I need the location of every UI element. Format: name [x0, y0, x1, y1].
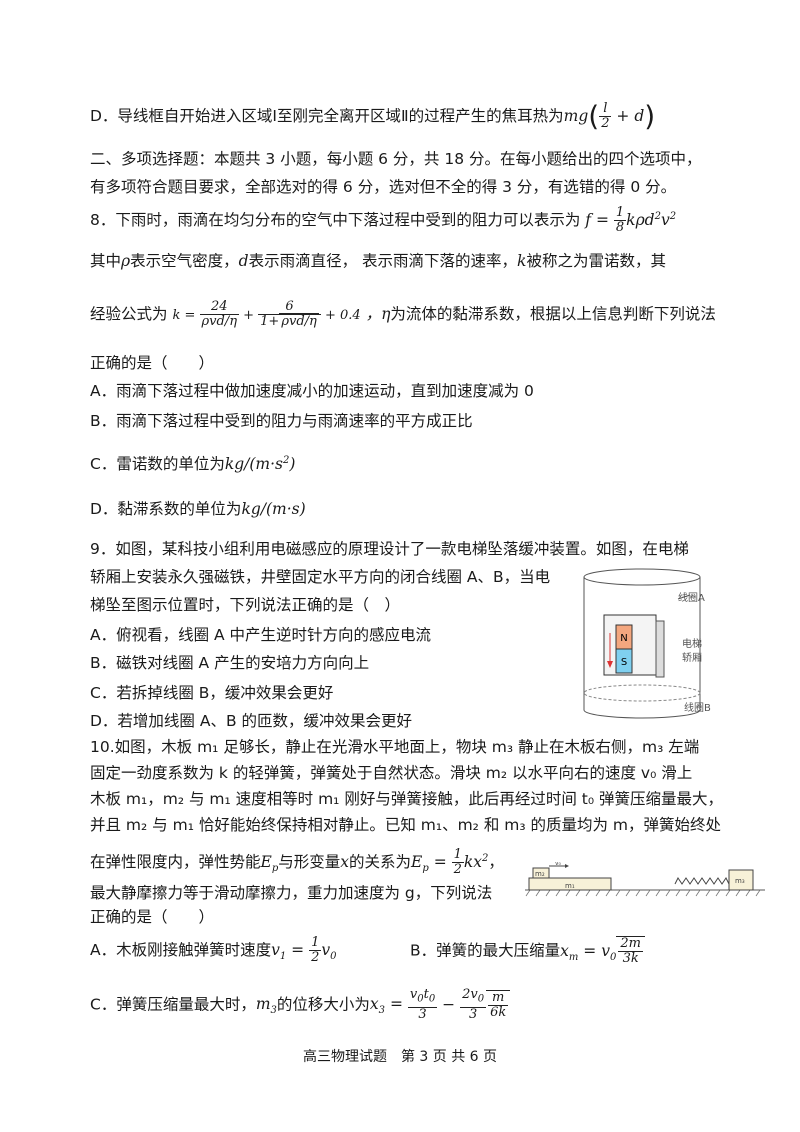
- section-2-heading-line2: 有多项符合题目要求，全部选对的得 6 分，选对但不全的得 3 分，有选错的得 0…: [90, 178, 677, 196]
- q9-option-a: A．俯视看，线圈 A 中产生逆时针方向的感应电流: [90, 626, 432, 644]
- q9-line1: 9．如图，某科技小组利用电磁感应的原理设计了一款电梯坠落缓冲装置。如图，在电梯: [90, 540, 689, 558]
- q8-line2: 其中ρ表示空气密度，d表示雨滴直径， 表示雨滴下落的速率，k被称之为雷诺数，其: [90, 252, 666, 270]
- block-m3: [728, 869, 754, 891]
- page-footer: 高三物理试题 第 3 页 共 6 页: [302, 1049, 498, 1065]
- q8-option-c: C．雷诺数的单位为kg/(m·s2): [90, 455, 296, 474]
- q8-line4: 正确的是（ ）: [90, 354, 215, 372]
- coil-a-label: 线圈A: [678, 591, 705, 604]
- q8-option-a: A．雨滴下落过程中做加速度减小的加速运动，直到加速度减为 0: [90, 382, 534, 400]
- q9-option-d: D．若增加线圈 A、B 的匝数，缓冲效果会更好: [90, 712, 413, 730]
- m3-label: m₃: [735, 877, 745, 885]
- v0-label: v₀: [555, 862, 562, 867]
- q9-line2: 轿厢上安装永久强磁铁，井壁固定水平方向的闭合线圈 A、B，当电: [90, 568, 551, 586]
- spring-shape: [674, 877, 730, 885]
- q9-line3: 梯坠至图示位置时，下列说法正确的是（ ）: [90, 596, 401, 614]
- spring-block-figure: m₁ m₂ v₀ m₃: [525, 862, 765, 897]
- m1-label: m₁: [565, 882, 575, 890]
- m2-label: m₂: [535, 870, 545, 878]
- car-label-1: 电梯: [682, 637, 702, 650]
- q10-line3: 木板 m₁，m₂ 与 m₁ 速度相等时 m₁ 刚好与弹簧接触，此后再经过时间 t…: [90, 790, 723, 808]
- q10-line2: 固定一劲度系数为 k 的轻弹簧，弹簧处于自然状态。滑块 m₂ 以水平向右的速度 …: [90, 764, 693, 782]
- section-2-heading-line1: 二、多项选择题：本题共 3 小题，每小题 6 分，共 18 分。在每小题给出的四…: [90, 150, 702, 168]
- q10-line4: 并且 m₂ 与 m₁ 恰好能始终保持相对静止。已知 m₁、m₂ 和 m₃ 的质量…: [90, 816, 722, 834]
- board-m1: [528, 877, 612, 891]
- q8-option-b: B．雨滴下落过程中受到的阻力与雨滴速率的平方成正比: [90, 412, 473, 430]
- coil-b-label: 线圈B: [684, 701, 711, 714]
- q8-option-d: D．黏滞系数的单位为kg/(m·s): [90, 500, 306, 518]
- q10-line1: 10.如图，木板 m₁ 足够长，静止在光滑水平地面上，物块 m₃ 静止在木板右侧…: [90, 738, 700, 756]
- block-m2: [532, 867, 550, 879]
- magnet-south: [615, 648, 633, 674]
- q9-option-b: B．磁铁对线圈 A 产生的安培力方向向上: [90, 654, 370, 672]
- q9-option-c: C．若拆掉线圈 B，缓冲效果会更好: [90, 684, 334, 702]
- elevator-figure: N S 线圈A 电梯 轿厢 线圈B: [583, 568, 711, 719]
- q10-line7: 正确的是（ ）: [90, 908, 215, 926]
- coil-b-shape: [583, 684, 701, 702]
- north-label: N: [620, 633, 627, 644]
- q10-line6: 最大静摩擦力等于滑动摩擦力，重力加速度为 g，下列说法: [90, 884, 493, 902]
- car-label-2: 轿厢: [682, 651, 702, 664]
- south-label: S: [621, 657, 627, 668]
- coil-a-shape: [583, 568, 701, 586]
